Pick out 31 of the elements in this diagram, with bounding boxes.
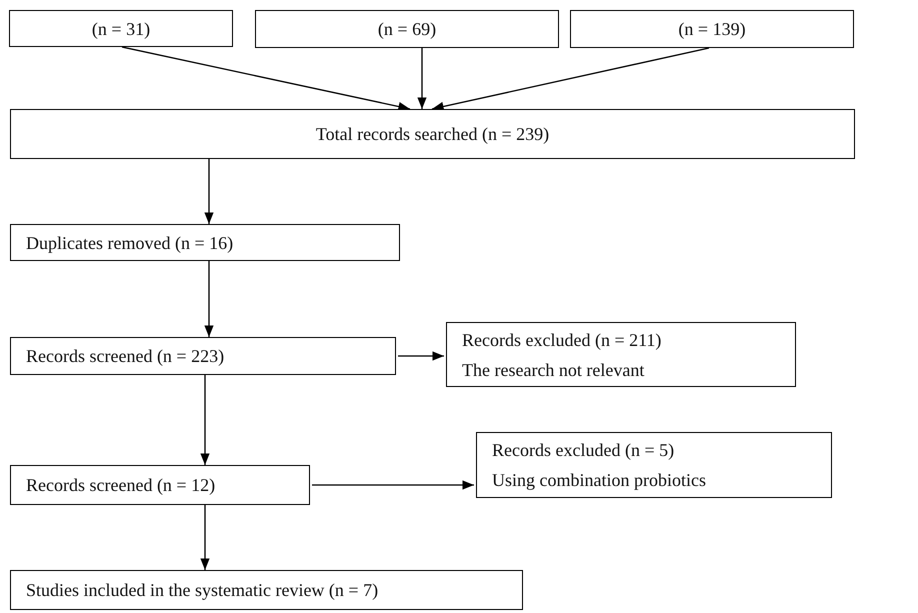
arrow (312, 480, 474, 490)
arrow (417, 48, 427, 109)
arrow (398, 351, 444, 361)
arrow (204, 159, 214, 224)
arrow (204, 261, 214, 337)
box-text: Records excluded (n = 211) (462, 328, 662, 352)
process-box (10, 337, 396, 375)
box-text: Records screened (n = 223) (26, 345, 224, 368)
box-text: (n = 139) (678, 18, 746, 41)
process-box (446, 322, 796, 387)
box-text: (n = 31) (92, 18, 150, 41)
box-text: Total records searched (n = 239) (316, 123, 550, 146)
arrow (432, 47, 710, 112)
box-text: Records excluded (n = 5) (492, 439, 674, 462)
process-box (476, 432, 832, 498)
process-box (10, 224, 400, 261)
process-box (10, 570, 523, 610)
box-text: Studies included in the systematic review (n = 7) (26, 579, 378, 602)
process-box (10, 465, 310, 505)
process-box (9, 10, 233, 47)
box-text: Records screened (n = 12) (26, 474, 216, 497)
box-text: The research not relevant (462, 358, 644, 382)
box-text: Duplicates removed (n = 16) (26, 232, 234, 255)
process-box (255, 10, 559, 48)
box-text: (n = 69) (378, 18, 436, 41)
process-box (570, 10, 854, 48)
process-box (10, 109, 855, 159)
arrow (122, 46, 410, 112)
arrow (200, 505, 210, 570)
arrow (200, 375, 210, 465)
box-text: Using combination probiotics (492, 469, 706, 492)
